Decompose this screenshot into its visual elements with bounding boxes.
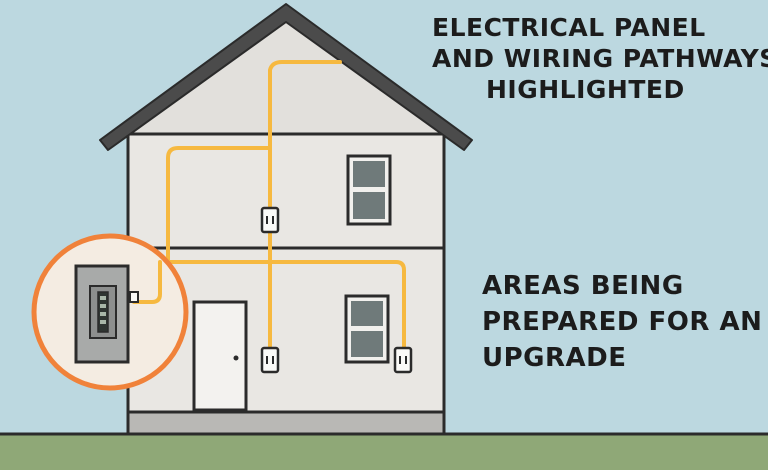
caption-line: AND WIRING PATHWAYS xyxy=(432,44,768,73)
outlet-upper xyxy=(260,206,280,234)
panel-knockout xyxy=(129,291,139,303)
ground xyxy=(0,434,768,470)
caption-panel-wiring: ELECTRICAL PANEL AND WIRING PATHWAYS HIG… xyxy=(432,12,768,105)
caption-line: UPGRADE xyxy=(482,343,627,373)
outlet-lower-right xyxy=(393,346,413,374)
gable xyxy=(123,12,449,136)
panel-highlight xyxy=(31,233,189,391)
caption-line: ELECTRICAL PANEL xyxy=(432,13,706,42)
house-wall xyxy=(126,132,446,414)
caption-line: HIGHLIGHTED xyxy=(486,75,685,104)
roof xyxy=(99,3,473,151)
caption-line: PREPARED FOR AN xyxy=(482,307,763,337)
wire-attic-run xyxy=(268,60,342,208)
electrical-panel xyxy=(74,264,130,364)
wire-upper-floor xyxy=(158,146,272,300)
caption-line: AREAS BEING xyxy=(482,271,684,301)
lower-window xyxy=(344,294,390,364)
wiring-pathways xyxy=(158,60,406,350)
upper-window xyxy=(346,154,392,226)
door-knob xyxy=(233,355,239,361)
house-foundation xyxy=(126,408,446,436)
wire-lower-floor xyxy=(158,260,406,350)
outlet-lower-center xyxy=(260,346,280,374)
front-door xyxy=(192,300,248,412)
caption-upgrade-areas: AREAS BEING PREPARED FOR AN UPGRADE xyxy=(482,268,762,376)
wire-panel-feed xyxy=(132,260,162,304)
